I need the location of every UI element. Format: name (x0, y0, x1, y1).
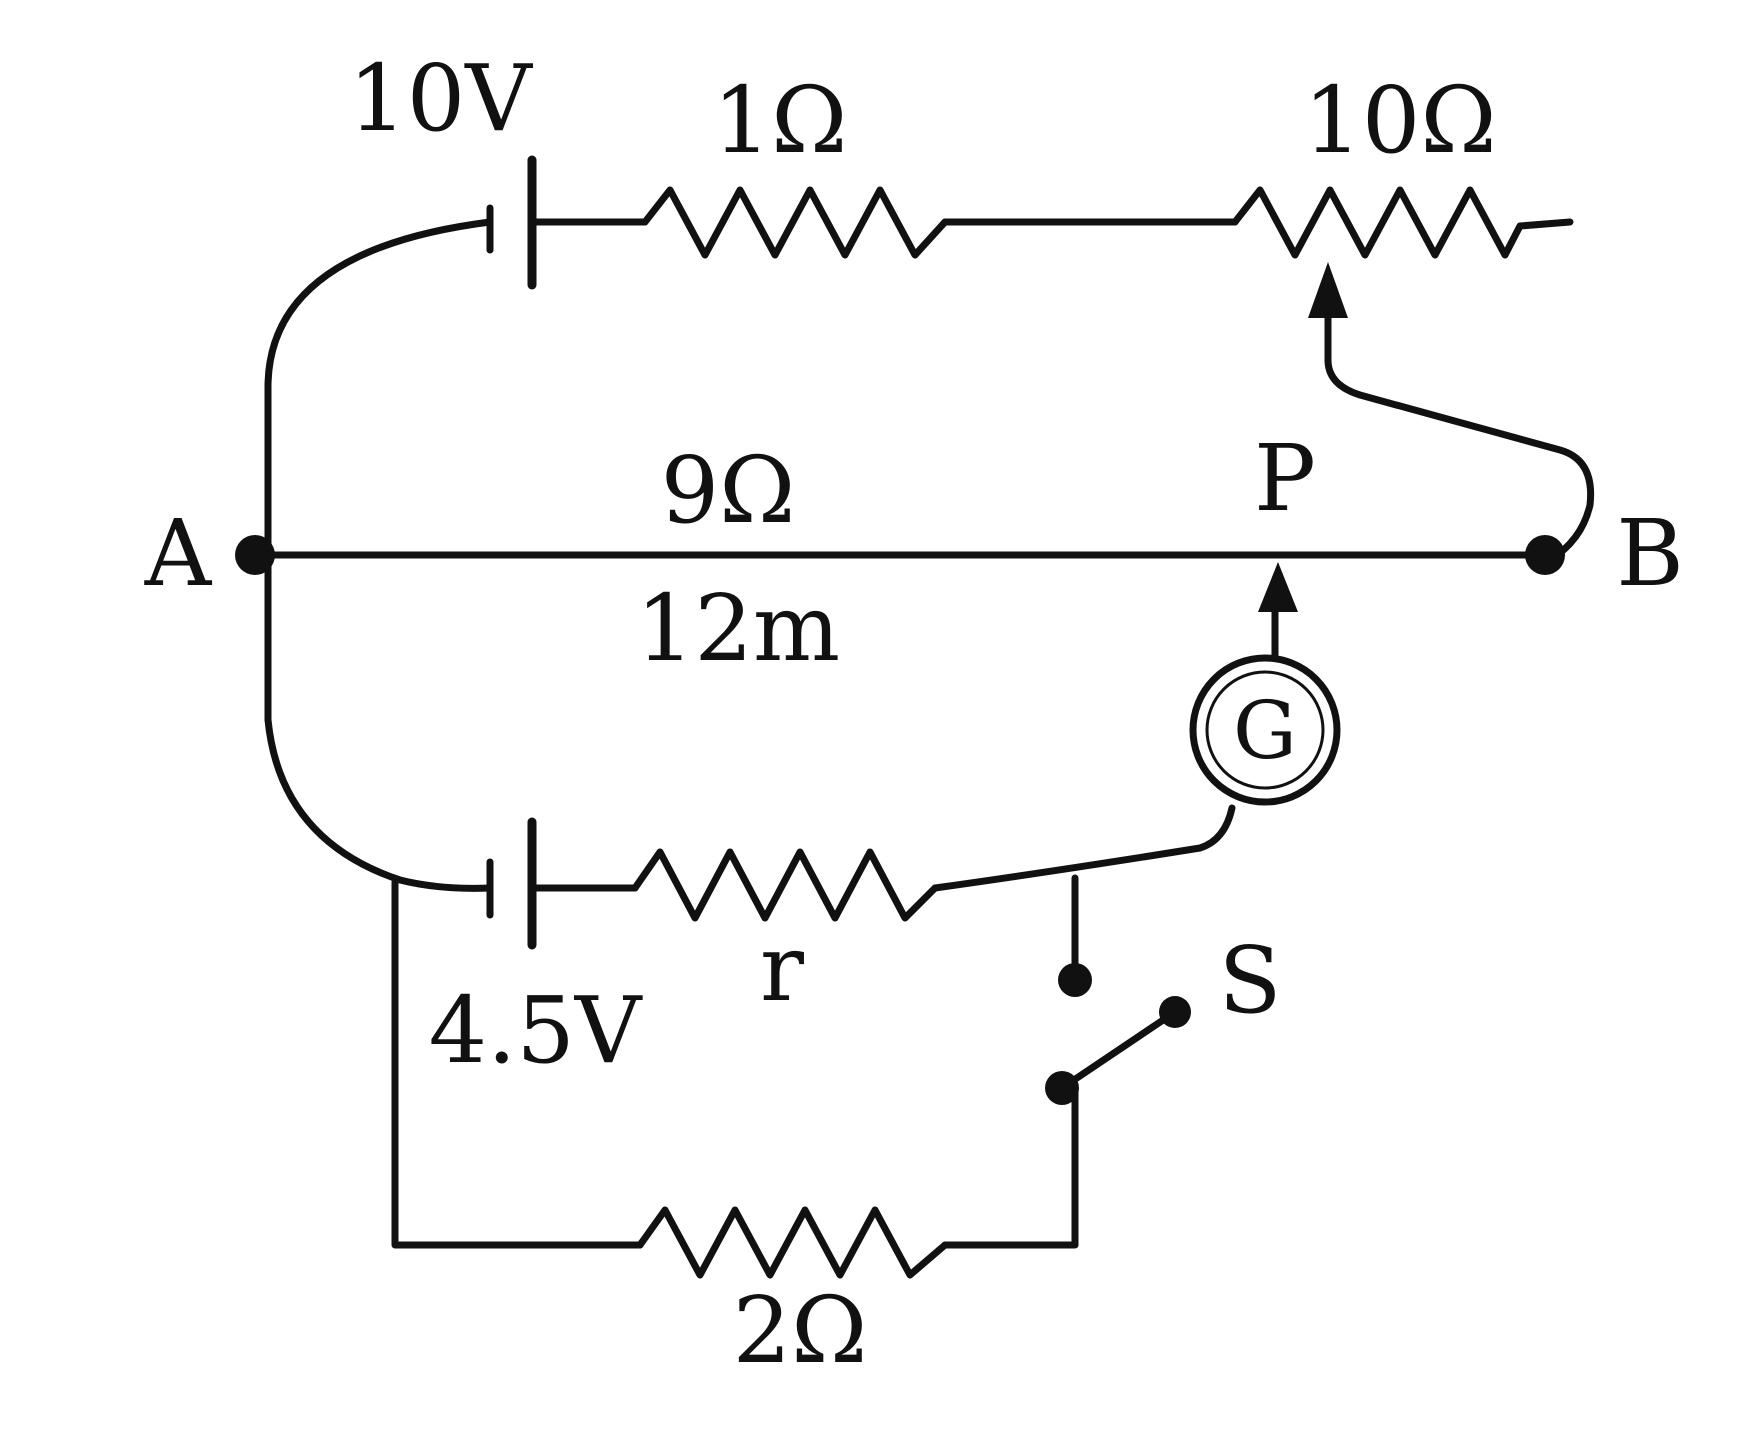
jockey-arrow (1258, 562, 1298, 612)
switch-lever (1058, 1008, 1179, 1092)
galvanometer-label: G (1233, 684, 1297, 777)
switch-top-terminal (1058, 963, 1092, 997)
label-s: S (1218, 927, 1281, 1034)
label-2-ohm: 2Ω (733, 1277, 868, 1384)
resistor-2-ohm (636, 1206, 949, 1279)
internal-resistance-r (631, 848, 939, 922)
label-b: B (1616, 500, 1684, 607)
label-r: r (760, 915, 804, 1022)
label-a: A (144, 500, 213, 607)
wire-a-to-battery-bottom (264, 551, 494, 892)
galvanometer-inner-ring (1205, 670, 1325, 790)
node-b-dot (1525, 535, 1565, 575)
galvanometer-circle (1189, 654, 1341, 806)
rheostat-10-ohm (1231, 186, 1574, 259)
wire-shunt-right (941, 1088, 1079, 1249)
label-p: P (1254, 425, 1316, 532)
wire-shunt-left (391, 878, 644, 1249)
label-4-5v: 4.5V (429, 977, 643, 1084)
wire-slider-to-b (1324, 314, 1595, 564)
label-1-ohm: 1Ω (713, 67, 848, 174)
label-9-ohm: 9Ω (661, 437, 796, 544)
label-10-ohm: 10Ω (1303, 67, 1496, 174)
label-12m: 12m (636, 575, 840, 682)
label-10v: 10V (348, 45, 533, 152)
wire-r-to-galvanometer (931, 804, 1236, 892)
switch-lever-end (1159, 996, 1191, 1028)
wire-a-to-battery-top (264, 218, 494, 559)
resistor-1-ohm (641, 186, 949, 259)
rheostat-slider-arrow (1308, 262, 1348, 318)
